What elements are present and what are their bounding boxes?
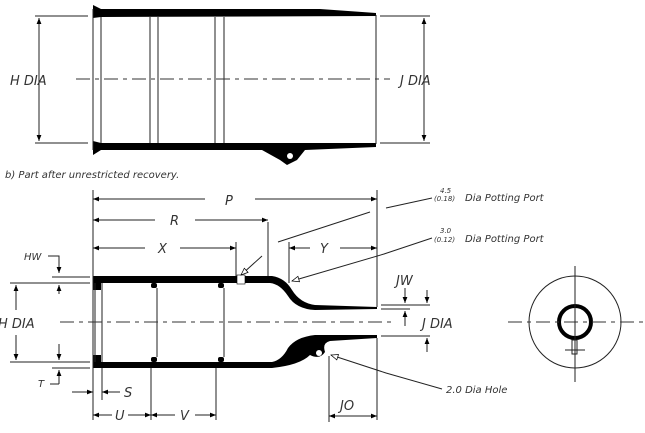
potting-port-large [236, 274, 246, 285]
hole [316, 350, 322, 356]
jw-label: JW [393, 274, 414, 289]
x-label: X [157, 242, 168, 257]
jo-label: JO [337, 399, 354, 414]
p-label: P [225, 194, 233, 209]
j-dia-label: J DIA [397, 74, 431, 89]
port-large-size-in: (0.18) [434, 195, 455, 203]
s-label: S [124, 386, 132, 401]
port-small-size-in: (0.12) [434, 236, 455, 244]
end-view [508, 266, 645, 382]
top-wall-lower [93, 141, 376, 165]
caption: b) Part after unrestricted recovery. [5, 170, 179, 181]
port-small-size: 3.0 [440, 227, 452, 235]
port-small-text: Dia Potting Port [465, 234, 545, 245]
internal-ridges [93, 283, 224, 362]
h-dia-label: H DIA [10, 74, 47, 89]
mounting-hole [287, 153, 293, 159]
bottom-view: P R X Y HW H DIA T S U V JW J DIA JO 4.5… [0, 187, 545, 424]
hw-label: HW [24, 252, 43, 263]
port-large-text: Dia Potting Port [465, 193, 545, 204]
h-dia-label: H DIA [0, 317, 35, 332]
internal-lines [35, 9, 430, 150]
j-dia-label: J DIA [419, 317, 453, 332]
dimension-lines [10, 190, 443, 422]
y-label: Y [320, 242, 329, 257]
upper-wall [93, 276, 377, 310]
t-label: T [38, 379, 45, 390]
top-view: H DIA J DIA [10, 5, 431, 165]
top-wall-upper [93, 5, 376, 18]
hole-label: 2.0 Dia Hole [446, 385, 507, 396]
r-label: R [170, 214, 179, 229]
v-label: V [180, 409, 190, 424]
port-large-size: 4.5 [440, 187, 452, 195]
lower-wall [93, 335, 377, 368]
u-label: U [115, 409, 125, 424]
